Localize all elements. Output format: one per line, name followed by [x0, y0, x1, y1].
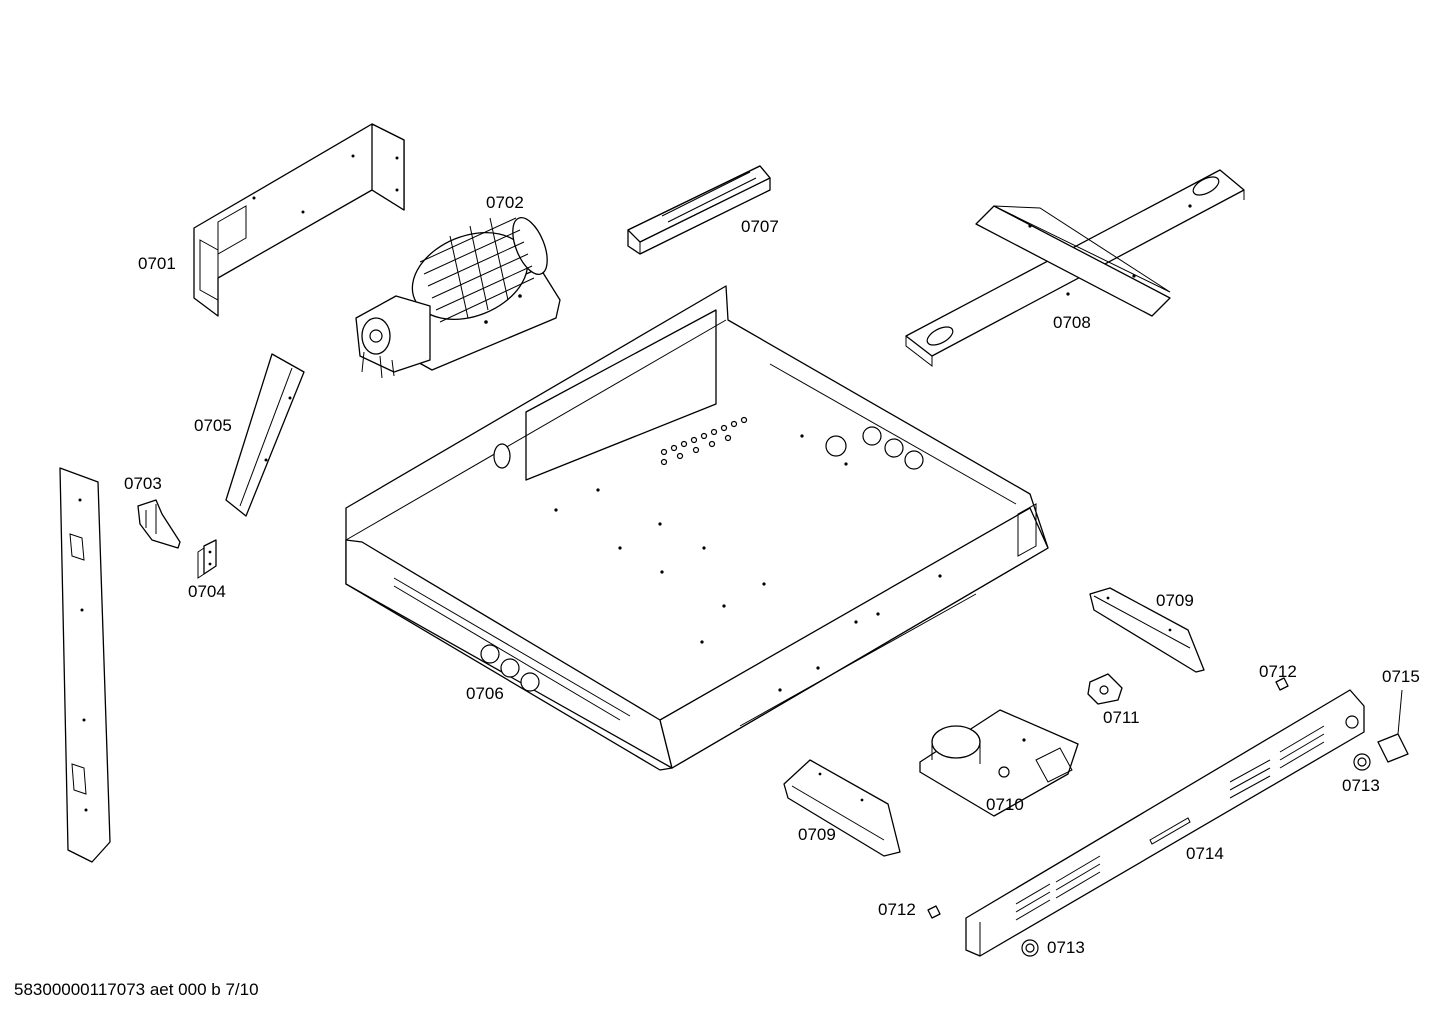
- part-0709-upper-rail: [1089, 587, 1205, 673]
- part-0712-screw-a: [1275, 677, 1289, 691]
- part-0709-lower-rail: [783, 759, 901, 857]
- part-0710-module: [919, 709, 1079, 817]
- part-0707-strip: [627, 165, 771, 255]
- part-0714-front-panel: [965, 689, 1365, 957]
- label-0702: 0702: [486, 193, 524, 212]
- label-0706: 0706: [466, 684, 504, 703]
- part-0713-grommet-b: [1021, 939, 1039, 957]
- part-0701-bracket: [193, 123, 405, 317]
- part-0705-angle-strip: [225, 353, 305, 517]
- label-0703: 0703: [124, 474, 162, 493]
- part-0713-grommet-a: [1353, 753, 1371, 771]
- part-0706-base-tray: [345, 285, 1049, 771]
- part-0708-cross-frame: [905, 169, 1245, 368]
- label-0704: 0704: [188, 582, 226, 601]
- part-0715-knob: [1377, 689, 1409, 763]
- part-0712-screw-b: [927, 905, 941, 919]
- label-0713-upper: 0713: [1342, 776, 1380, 795]
- part-0703-clip: [137, 499, 181, 549]
- label-0710: 0710: [986, 795, 1024, 814]
- label-0701: 0701: [138, 254, 176, 273]
- part-0711-switch: [1087, 673, 1123, 705]
- label-0709-upper: 0709: [1156, 591, 1194, 610]
- part-0704-plate: [197, 539, 217, 579]
- label-0708: 0708: [1053, 313, 1091, 332]
- label-0712-upper: 0712: [1259, 662, 1297, 681]
- label-0712-lower: 0712: [878, 900, 916, 919]
- part-0702-tangential-fan: [355, 217, 561, 379]
- label-0715: 0715: [1382, 667, 1420, 686]
- part-side-rail: [59, 467, 111, 863]
- label-0705: 0705: [194, 416, 232, 435]
- label-0714: 0714: [1186, 844, 1224, 863]
- label-0713-lower: 0713: [1047, 938, 1085, 957]
- label-0711: 0711: [1103, 708, 1140, 727]
- label-0707: 0707: [741, 217, 779, 236]
- document-footer-id: 58300000117073 aet 000 b 7/10: [14, 980, 259, 999]
- label-0709-lower: 0709: [798, 825, 836, 844]
